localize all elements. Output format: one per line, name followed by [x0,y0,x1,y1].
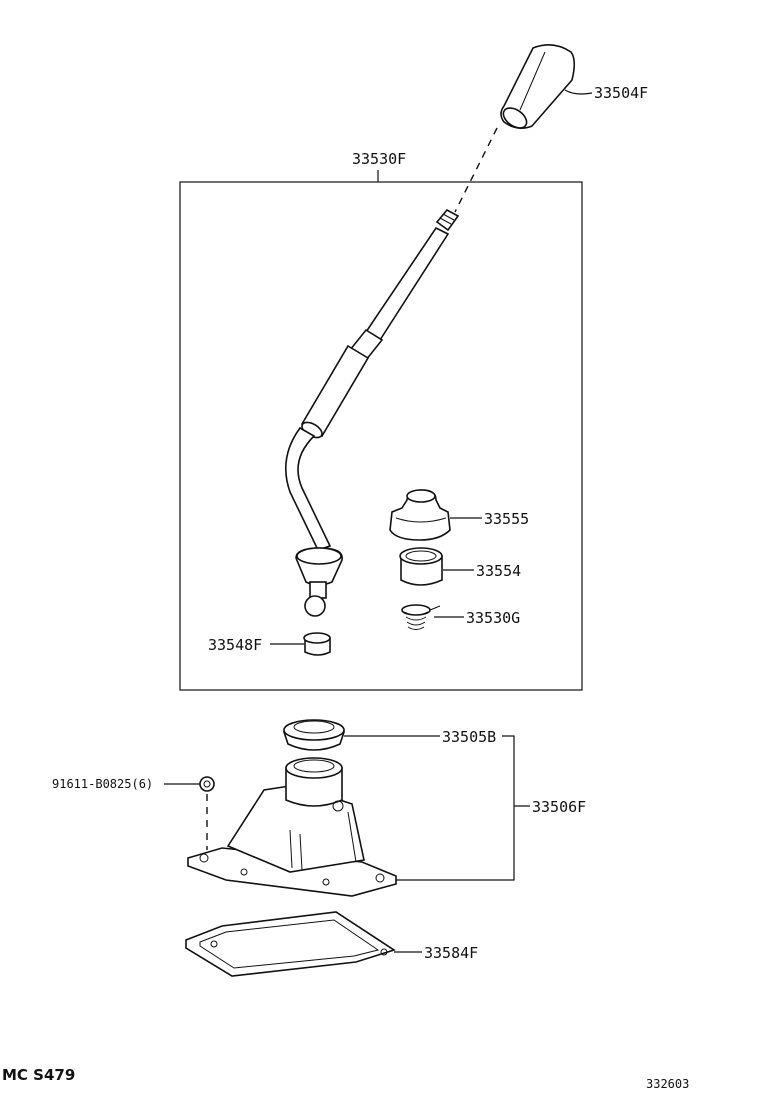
label-33530G: 33530G [466,609,520,627]
label-33530F: 33530F [352,150,406,168]
label-33504F: 33504F [594,84,648,102]
knob-dashed-line [454,127,498,213]
label-33555: 33555 [484,510,529,528]
seat-33548F [303,632,331,656]
label-33548F: 33548F [208,636,262,654]
bushing-33554 [399,547,443,586]
shift-lever [284,208,460,617]
label-33554: 33554 [476,562,521,580]
leader-33504F [564,89,593,95]
bracket-33506F [396,735,530,881]
shift-knob [500,44,576,130]
housing-33506F [187,757,397,897]
footer-ref: 332603 [646,1077,689,1091]
lever-assembly-box [179,181,583,691]
footer-code: MC S479 [2,1066,75,1084]
label-33584F: 33584F [424,944,478,962]
label-33505B: 33505B [442,728,496,746]
retainer-33505B [282,719,346,751]
bolt-91611 [199,776,215,792]
label-bolt: 91611-B0825(6) [52,777,153,791]
gasket-33584F [185,911,396,977]
boot-33555 [389,489,451,541]
label-33506F: 33506F [532,798,586,816]
spring-33530G [401,604,441,630]
